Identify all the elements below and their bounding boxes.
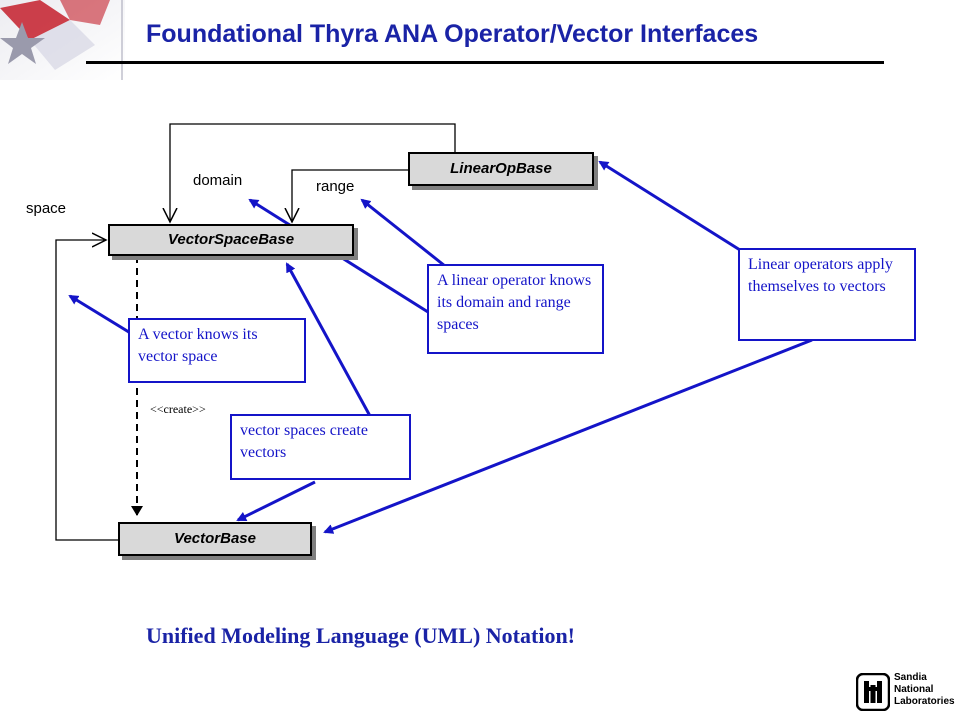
domain-role-label: domain (193, 172, 243, 189)
vector-base-label: VectorBase (174, 530, 256, 547)
callout-spaces-create: vector spaces create vectors (230, 414, 411, 480)
title-underline (86, 61, 884, 64)
linear-op-base-class: LinearOpBase (408, 152, 594, 186)
space-association (55, 240, 118, 541)
vector-space-base-class: VectorSpaceBase (108, 224, 354, 256)
range-association (292, 169, 408, 222)
vector-space-base-label: VectorSpaceBase (167, 231, 295, 248)
pointer-vector-space (68, 294, 133, 336)
slide-title: Foundational Thyra ANA Operator/Vector I… (146, 20, 759, 48)
pointer-linear-op (598, 160, 741, 252)
domain-association (170, 123, 456, 222)
logo-line-sandia: Sandia (894, 672, 927, 683)
vector-base-class: VectorBase (118, 522, 312, 556)
pointer-apply-vector (323, 338, 813, 534)
callout-vector-knows-space: A vector knows its vector space (128, 318, 306, 383)
range-role-label: range (316, 178, 355, 195)
space-role-label: space (26, 200, 67, 217)
thunderbird-icon (856, 673, 890, 711)
pointer-space-base (285, 262, 372, 417)
sandia-logo: Sandia National Laboratories (856, 672, 955, 712)
callout-operator-knows-spaces: A linear operator knows its domain and r… (427, 264, 604, 354)
flag-star-graphic (0, 0, 125, 80)
callout-operators-apply: Linear operators apply themselves to vec… (738, 248, 916, 341)
pointer-create-vector (236, 480, 316, 522)
pointer-range (360, 198, 446, 268)
linear-op-base-label: LinearOpBase (450, 160, 552, 177)
logo-line-national: National (894, 684, 934, 695)
logo-line-laboratories: Laboratories (894, 696, 955, 707)
create-stereotype-label: <<create>> (150, 402, 206, 416)
pointer-domain (248, 198, 429, 314)
uml-notation-footer: Unified Modeling Language (UML) Notation… (146, 623, 575, 648)
